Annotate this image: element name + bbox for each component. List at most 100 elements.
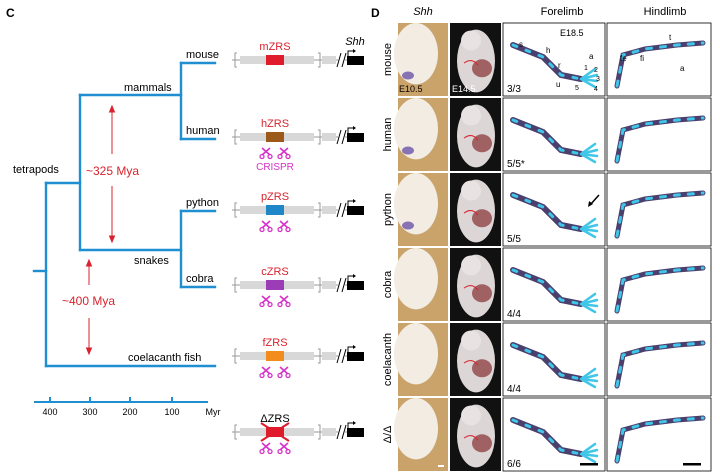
axis-tick-400: 400 bbox=[42, 407, 57, 417]
row-label: python bbox=[382, 193, 394, 226]
forelimb-cartilage bbox=[511, 43, 583, 81]
stage-e105: E10.5 bbox=[399, 84, 423, 94]
bone-label-s: s bbox=[519, 40, 523, 49]
taxon-mammals: mammals bbox=[124, 82, 172, 94]
break-mark bbox=[336, 277, 342, 293]
image-row: python 5/5 bbox=[382, 172, 712, 247]
limb-bud bbox=[394, 323, 438, 385]
embryo-head bbox=[461, 255, 481, 276]
hindlimb-bones bbox=[614, 415, 706, 464]
image-row: cobra 4/4 bbox=[382, 247, 712, 322]
tss-arrowhead bbox=[353, 274, 356, 278]
forelimb-digits bbox=[579, 442, 599, 464]
exon-block bbox=[284, 352, 314, 360]
shh-gene-block bbox=[347, 56, 364, 65]
crispr-scissors-icon bbox=[259, 295, 273, 308]
forelimb-cartilage bbox=[511, 343, 583, 381]
row-label: coelacanth bbox=[382, 333, 394, 386]
zrs-label: ΔZRS bbox=[260, 413, 289, 425]
row-label: human bbox=[382, 118, 394, 152]
embryo-limb-outline bbox=[463, 60, 479, 66]
shh-gene-block bbox=[347, 133, 364, 142]
construct-bracket bbox=[234, 424, 237, 440]
tss-arrowhead bbox=[353, 345, 356, 349]
exon-block bbox=[284, 428, 314, 436]
tss-arrow bbox=[347, 275, 354, 281]
tss-arrow bbox=[347, 127, 354, 133]
taxon-cobra: cobra bbox=[186, 273, 214, 285]
shh-expression-spot bbox=[402, 71, 414, 80]
break-mark bbox=[336, 348, 342, 364]
break-mark bbox=[341, 202, 347, 218]
taxon-mouse: mouse bbox=[186, 49, 219, 61]
zrs-construct: cZRS bbox=[232, 266, 364, 308]
shh-gene-header: Shh bbox=[345, 36, 365, 48]
replicate-count: 5/5 bbox=[507, 234, 521, 245]
row-label: cobra bbox=[382, 270, 394, 298]
break-mark bbox=[336, 52, 342, 68]
exon-block bbox=[322, 428, 336, 436]
zrs-enhancer bbox=[266, 55, 284, 65]
shh-gene-block bbox=[347, 428, 364, 437]
tss-arrowhead bbox=[353, 421, 356, 425]
embryo-limb-outline bbox=[463, 135, 479, 141]
hindlimb-bones bbox=[614, 115, 706, 164]
exon-block bbox=[322, 133, 336, 141]
mouse-bone-annotations: E18.5 s h r u a 1 2 3 4 5 fe fi t a bbox=[519, 28, 685, 93]
bone-label-u: u bbox=[556, 80, 560, 89]
zrs-construct: mZRS bbox=[232, 41, 364, 68]
embryo-head bbox=[461, 330, 481, 351]
image-row: Δ/Δ6/6 bbox=[382, 397, 712, 472]
break-mark bbox=[341, 348, 347, 364]
taxon-python: python bbox=[186, 197, 219, 209]
crispr-scissors-icon bbox=[259, 220, 273, 233]
embryo-head bbox=[461, 30, 481, 51]
construct-bracket bbox=[318, 129, 321, 145]
phylogenetic-tree bbox=[32, 61, 217, 368]
taxon-tetrapods: tetrapods bbox=[13, 164, 59, 176]
shh-gene-block bbox=[347, 281, 364, 290]
break-mark bbox=[336, 202, 342, 218]
digit-label-3: 3 bbox=[596, 76, 600, 83]
crispr-scissors-icon bbox=[277, 147, 291, 160]
forelimb-scale-bar bbox=[580, 463, 598, 466]
exon-block bbox=[322, 56, 336, 64]
zrs-construct: fZRS bbox=[232, 337, 364, 379]
tss-arrow bbox=[347, 50, 354, 56]
shh-gene-block bbox=[347, 352, 364, 361]
time-axis bbox=[34, 397, 208, 403]
break-mark bbox=[341, 52, 347, 68]
axis-tick-100: 100 bbox=[164, 407, 179, 417]
forelimb-digits bbox=[579, 367, 599, 389]
replicate-count: 4/4 bbox=[507, 309, 521, 320]
stage-e185: E18.5 bbox=[560, 28, 584, 38]
deletion-cross bbox=[260, 422, 290, 442]
limb-bud bbox=[394, 98, 438, 160]
zrs-label: hZRS bbox=[261, 118, 289, 130]
python-arrowhead bbox=[588, 201, 593, 207]
crispr-scissors-icon bbox=[259, 442, 273, 455]
panel-d-label: D bbox=[371, 6, 380, 20]
embryo-head bbox=[461, 105, 481, 126]
tss-arrowhead bbox=[353, 49, 356, 53]
forelimb-cartilage bbox=[511, 118, 583, 156]
hindlimb-bones bbox=[614, 40, 706, 89]
row-label: mouse bbox=[382, 43, 394, 76]
col-header-shh: Shh bbox=[413, 6, 433, 18]
zrs-enhancer bbox=[266, 132, 284, 142]
embryo-limb-outline bbox=[463, 210, 479, 216]
exon-block bbox=[240, 281, 266, 289]
tss-arrow bbox=[347, 200, 354, 206]
divergence-arrows bbox=[85, 104, 116, 356]
crispr-scissors-icon bbox=[259, 366, 273, 379]
bone-label-t: t bbox=[669, 33, 672, 42]
digit-label-4: 4 bbox=[594, 86, 598, 93]
col-header-hindlimb: Hindlimb bbox=[644, 6, 687, 18]
embryo-limb-outline bbox=[463, 435, 479, 441]
forelimb-cartilage bbox=[511, 268, 583, 306]
axis-unit: Myr bbox=[206, 407, 221, 417]
replicate-count: 6/6 bbox=[507, 459, 521, 470]
